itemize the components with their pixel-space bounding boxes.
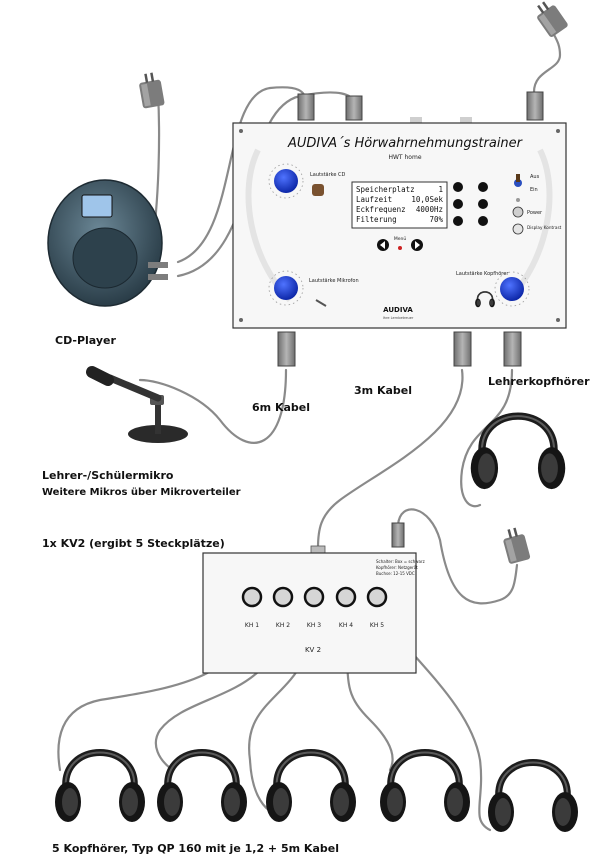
cable-kv2-power — [396, 508, 519, 605]
main-unit: AUDIVA´s Hörwahrnehmungstrainer HWT home… — [232, 91, 567, 367]
lcd-line-2-label: Laufzeit — [356, 195, 392, 204]
cable-teacher-hp — [460, 368, 514, 508]
wall-adapter-kv2 — [500, 525, 531, 565]
svg-text:Buchse: 12-15 VDC: Buchse: 12-15 VDC — [376, 571, 415, 576]
mic-volume-knob[interactable] — [268, 270, 304, 306]
kv2-power-plug — [391, 522, 405, 548]
cd-player — [47, 179, 168, 307]
cd-player-screen — [81, 194, 113, 218]
brand-logo: AUDIVA — [383, 306, 413, 314]
kv2-name: KV 2 — [305, 646, 321, 654]
lcd-line-4-label: Filterung — [356, 215, 397, 224]
kv2-box — [202, 552, 417, 674]
student-headphone-4 — [380, 753, 470, 823]
cable-top-right-power — [532, 26, 562, 94]
kv2-distributor: Schalter: Box = schwarz Kopfhörer: Netzg… — [202, 522, 425, 674]
bottom-plug-teacher — [503, 331, 522, 367]
cd-input-jack — [312, 184, 324, 196]
svg-text:Aus: Aus — [530, 174, 540, 180]
student-headphone-1 — [55, 753, 145, 823]
kv2-port-label-2: KH 2 — [276, 622, 290, 629]
bottom-plug-mic — [277, 331, 296, 367]
label-headphones: 5 Kopfhörer, Typ QP 160 mit je 1,2 + 5m … — [52, 842, 339, 855]
lcd-line-1-value: 1 — [438, 185, 443, 194]
kv2-port-kh2[interactable] — [272, 586, 294, 608]
cable-cd-audio-1 — [176, 86, 308, 264]
menu-button-1 — [453, 182, 463, 192]
lcd-line-1-label: Speicherplatz — [356, 185, 415, 194]
menu-button-2 — [478, 182, 488, 192]
student-headphone-5 — [488, 763, 578, 833]
lcd-line-3-value: 4000Hz — [416, 205, 443, 214]
kv2-port-kh1[interactable] — [241, 586, 263, 608]
kv2-port-label-1: KH 1 — [245, 622, 259, 629]
lcd-line-3-label: Eckfrequenz — [356, 205, 406, 214]
mic-volume-label: Lautstärke Mikrofon — [309, 278, 359, 284]
lcd-line-2-value: 10,0Sek — [411, 195, 443, 204]
power-led — [516, 198, 520, 202]
cable-mic-6m — [138, 368, 288, 444]
lcd-display — [351, 181, 448, 229]
power-toggle[interactable] — [514, 174, 522, 187]
wall-adapter-cd — [137, 71, 165, 109]
lcd-line-4-value: 70% — [429, 215, 443, 224]
cd-volume-knob[interactable] — [268, 163, 304, 199]
cd-volume-label: Lautstärke CD — [310, 172, 346, 178]
student-headphone-3 — [266, 753, 356, 823]
label-mic: Lehrer-/Schülermikro — [42, 469, 174, 482]
menu-button-5 — [453, 216, 463, 226]
svg-text:Power: Power — [527, 210, 543, 216]
top-plug-3 — [526, 91, 544, 121]
label-teacher-headphones: Lehrerkopfhörer — [488, 375, 590, 388]
kv2-port-label-4: KH 4 — [339, 622, 353, 629]
cable-3m-kv2 — [316, 368, 464, 550]
mic-small-icon — [315, 299, 327, 307]
label-mic-note: Weitere Mikros über Mikroverteiler — [42, 487, 241, 498]
top-plug-1 — [297, 93, 315, 121]
label-cable-6m: 6m Kabel — [252, 401, 310, 414]
headphone-volume-knob[interactable] — [494, 271, 530, 307]
label-cd-player: CD-Player — [55, 334, 117, 347]
menu-buttons[interactable] — [453, 182, 488, 226]
label-cable-3m: 3m Kabel — [354, 384, 412, 397]
brand-tagline: Ihre Lernbetreuer — [383, 316, 414, 320]
main-unit-title: AUDIVA´s Hörwahrnehmungstrainer — [287, 136, 524, 151]
display-contrast-knob[interactable] — [512, 223, 524, 235]
kv2-port-kh3[interactable] — [303, 586, 325, 608]
kv2-port-label-5: KH 5 — [370, 622, 384, 629]
wall-adapter-top-right — [531, 0, 569, 39]
svg-text:Display Kontrast: Display Kontrast — [527, 225, 562, 230]
label-kv2: 1x KV2 (ergibt 5 Steckplätze) — [42, 537, 225, 550]
menu-label: Menü — [394, 236, 407, 242]
main-unit-subtitle: HWT home — [388, 154, 421, 161]
kv2-port-label-3: KH 3 — [307, 622, 321, 629]
teacher-headphones — [471, 416, 566, 489]
power-button[interactable] — [512, 206, 524, 218]
top-plug-2 — [345, 95, 363, 121]
kv2-port-kh5[interactable] — [366, 586, 388, 608]
svg-text:Ein: Ein — [530, 187, 538, 193]
svg-text:Kopfhörer: Netzgerät: Kopfhörer: Netzgerät — [376, 565, 418, 570]
menu-button-3 — [453, 199, 463, 209]
svg-text:Schalter: Box = schwarz: Schalter: Box = schwarz — [376, 559, 425, 564]
menu-button-4 — [478, 199, 488, 209]
headphone-volume-label: Lautstärke Kopfhörer — [456, 271, 509, 277]
bottom-plug-kv2 — [453, 331, 472, 367]
kv2-port-kh4[interactable] — [335, 586, 357, 608]
microphone — [86, 366, 188, 443]
student-headphone-2 — [157, 753, 247, 823]
menu-button-6 — [478, 216, 488, 226]
